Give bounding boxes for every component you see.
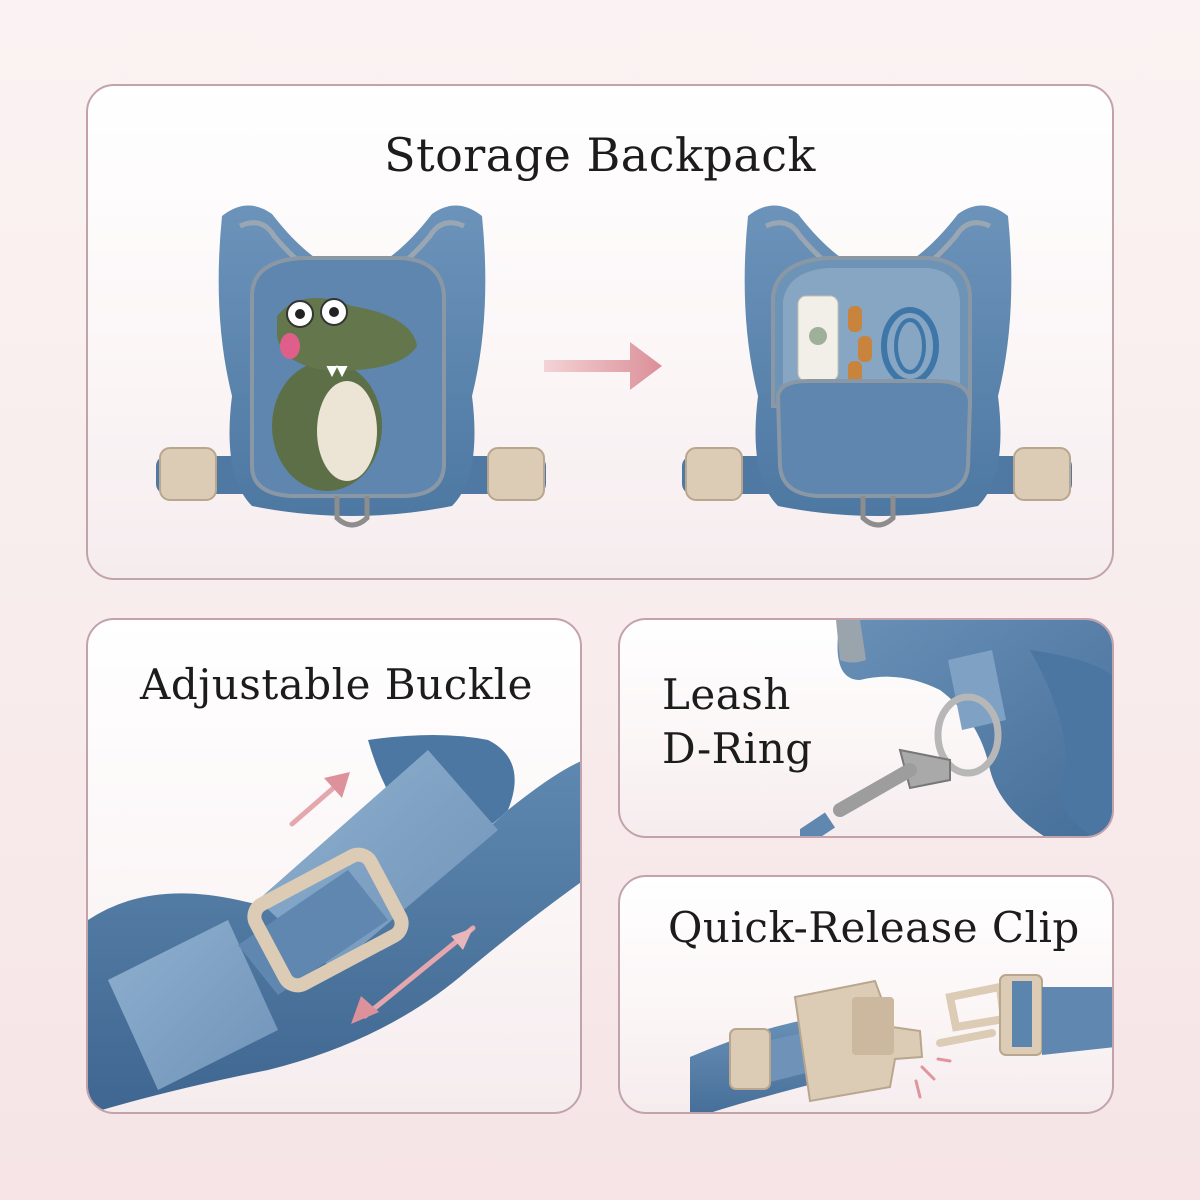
leash-dring-title-line1: Leash [662, 670, 791, 719]
harness-open-image [682, 205, 1072, 528]
arrow-down-left-icon [351, 925, 476, 1024]
leash-dring-panel: Leash D-Ring [618, 618, 1114, 838]
snap-lines-icon [914, 1057, 952, 1099]
adjustable-buckle-title: Adjustable Buckle [140, 660, 533, 709]
leash-dring-title: Leash D-Ring [662, 668, 862, 776]
quick-release-clip-title: Quick-Release Clip [668, 903, 1080, 952]
leash-dring-image [800, 620, 1112, 836]
harness-closed-image [156, 205, 546, 528]
storage-backpack-panel: Storage Backpack [86, 84, 1114, 580]
adjustable-buckle-panel: Adjustable Buckle [86, 618, 582, 1114]
adjustable-buckle-image [88, 735, 580, 1112]
storage-backpack-title: Storage Backpack [384, 128, 816, 182]
leash-dring-title-line2: D-Ring [662, 724, 813, 773]
quick-release-clip-panel: Quick-Release Clip [618, 875, 1114, 1114]
quick-release-clip-image [690, 974, 1112, 1112]
arrow-right-icon [544, 342, 662, 390]
arrow-up-right-icon [289, 772, 350, 827]
crocodile-plush-icon [272, 298, 417, 491]
